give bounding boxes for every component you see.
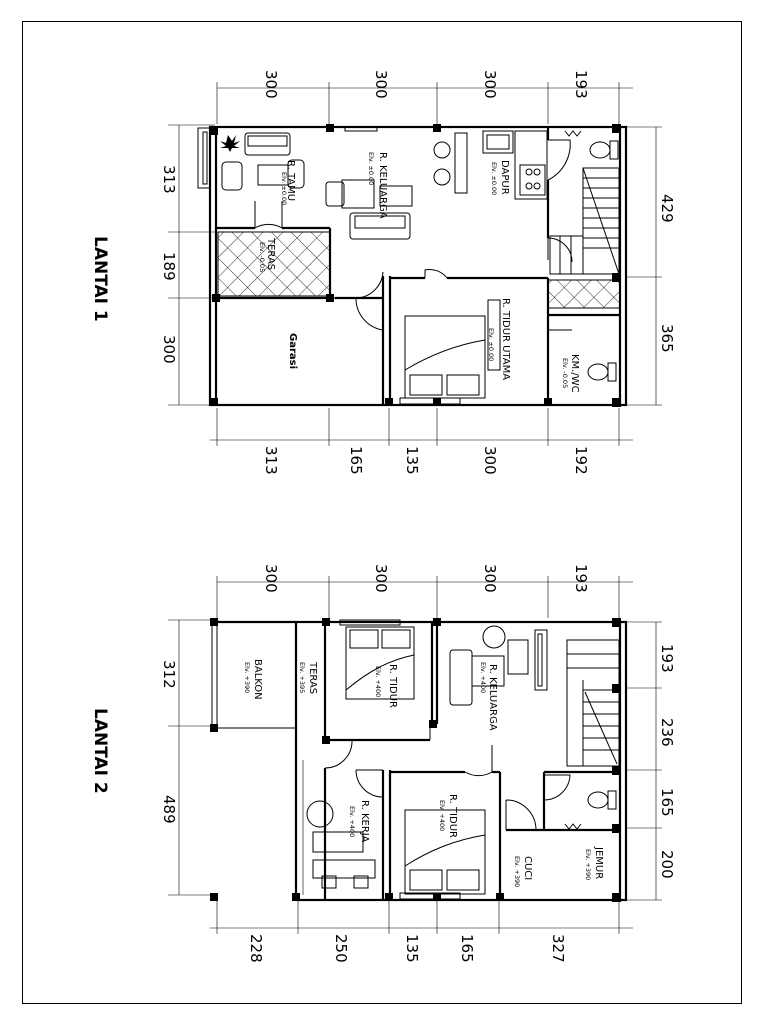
lantai1-room-kmwc: KM./WC	[569, 354, 580, 393]
lantai1-plan: 300 300 300 193 313 165 135 300 192	[90, 70, 676, 475]
lantai1-room-tidur-utama-elv: Elv. ±0.00	[487, 328, 495, 361]
lantai1-dim-top-2: 300	[372, 70, 390, 99]
lantai2-dim-top-1: 300	[262, 564, 280, 593]
lantai1-dim-top-4: 193	[572, 70, 590, 99]
lantai2-room-balkon-elv: Elv. +390	[243, 662, 251, 693]
lantai1-dim-left-1: 313	[160, 165, 178, 194]
lantai1-dim-bottom-1: 313	[262, 446, 280, 475]
lantai1-dim-bottom-5: 192	[572, 446, 590, 475]
lantai1-doors	[197, 126, 573, 405]
lantai1-room-dapur: DAPUR	[499, 160, 510, 195]
lantai1-dim-bottom-3: 135	[403, 446, 421, 475]
lantai2-title: LANTAI 2	[90, 708, 110, 794]
lantai2-dim-left-1: 312	[160, 660, 178, 689]
lantai1-dim-bottom-4: 300	[481, 446, 499, 475]
lantai2-room-keluarga-elv: Elv. +400	[479, 662, 487, 693]
lantai1-dim-right-2: 365	[658, 324, 676, 353]
lantai1-room-garasi: Garasi	[287, 333, 298, 369]
lantai2-room-kerja-elv: Elv. +400	[348, 806, 356, 837]
lantai1-stairs	[549, 167, 620, 275]
lantai2-room-teras-elv: Elv. +395	[298, 662, 306, 693]
lantai2-room-kerja: R. KERJA	[359, 800, 370, 843]
lantai2-dim-bottom-5: 327	[549, 934, 567, 963]
lantai1-dim-right-1: 429	[658, 194, 676, 223]
lantai2-room-tidur2-elv: Elv. +400	[438, 800, 446, 831]
lantai2-dim-bottom: 228 250 135 165 327	[210, 898, 633, 963]
lantai1-teras-floor	[217, 231, 331, 297]
lantai2-walls	[210, 618, 628, 902]
lantai2-room-jemur: JEMUR	[593, 846, 604, 879]
lantai2-dim-right-4: 200	[658, 850, 676, 879]
lantai2-dim-bottom-3: 135	[403, 934, 421, 963]
lantai1-room-kmwc-elv: Elv. -0.05	[561, 358, 569, 388]
lantai2-dim-right: 193 236 165 200	[625, 621, 676, 901]
lantai2-room-cuci-elv: Elv. +390	[513, 856, 521, 887]
lantai1-hall-floor	[547, 279, 621, 309]
lantai1-dim-bottom-2: 165	[347, 446, 365, 475]
lantai1-room-teras-elv: Elv. -0.05	[258, 242, 266, 272]
lantai2-room-cuci: CUCI	[522, 856, 533, 880]
lantai2-room-teras: TERAS	[307, 661, 318, 694]
lantai2-dim-right-1: 193	[658, 644, 676, 673]
lantai1-dim-top: 300 300 300 193	[216, 70, 633, 124]
lantai2-doors	[324, 619, 571, 900]
lantai1-room-tamu-elv: Elv. ±0.00	[280, 172, 288, 205]
lantai1-furniture	[220, 130, 619, 399]
lantai2-dim-top-3: 300	[481, 564, 499, 593]
lantai2-room-keluarga: R. KELUARGA	[487, 664, 498, 731]
lantai2-dim-bottom-4: 165	[458, 934, 476, 963]
lantai2-room-tidur2: R. TIDUR	[447, 794, 458, 838]
lantai1-room-keluarga-elv: Elv. ±0.00	[367, 152, 375, 185]
lantai1-dim-right: 429 365	[625, 126, 676, 406]
lantai2-dim-right-3: 165	[658, 788, 676, 817]
lantai2-room-tidur1-elv: Elv. +400	[374, 666, 382, 697]
lantai2-dim-top: 300 300 300 193	[216, 564, 633, 618]
lantai1-room-tamu: R. TAMU	[285, 160, 296, 201]
lantai1-title: LANTAI 1	[90, 236, 110, 322]
lantai2-room-tidur1: R. TIDUR	[387, 664, 398, 708]
lantai2-room-jemur-elv: Elv. +390	[584, 849, 592, 880]
lantai2-dim-top-2: 300	[372, 564, 390, 593]
lantai2-dim-top-4: 193	[572, 564, 590, 593]
lantai2-stairs	[566, 639, 620, 767]
lantai1-dim-left-3: 300	[160, 335, 178, 364]
lantai2-furniture	[295, 625, 617, 895]
lantai2-dim-left-2: 489	[160, 795, 178, 824]
lantai1-room-keluarga: R. KELUARGA	[377, 152, 388, 219]
lantai1-dim-top-1: 300	[262, 70, 280, 99]
lantai1-room-dapur-elv: Elv. ±0.00	[490, 162, 498, 195]
lantai2-dim-right-2: 236	[658, 718, 676, 747]
lantai2-room-balkon: BALKON	[252, 659, 263, 700]
lantai1-dim-bottom: 313 165 135 300 192	[210, 408, 633, 475]
lantai1-walls	[208, 124, 628, 407]
lantai2-dim-left: 312 489	[160, 619, 215, 896]
lantai1-dim-left: 313 189 300	[160, 124, 215, 406]
lantai1-room-tidur-utama: R. TIDUR UTAMA	[500, 298, 511, 380]
lantai1-dim-top-3: 300	[481, 70, 499, 99]
drawing-frame	[22, 21, 742, 1004]
lantai2-room-labels: BALKON Elv. +390 TERAS Elv. +395 R. TIDU…	[243, 659, 604, 887]
lantai1-dim-left-2: 189	[160, 252, 178, 281]
lantai1-room-labels: R. TAMU Elv. ±0.00 R. KELUARGA Elv. ±0.0…	[258, 152, 580, 393]
lantai2-dim-bottom-1: 228	[247, 934, 265, 963]
lantai1-room-teras: TERAS	[265, 237, 276, 270]
lantai2-plan: 300 300 300 193 228 250 135 165 327 312	[90, 564, 676, 963]
lantai2-dim-bottom-2: 250	[332, 934, 350, 963]
